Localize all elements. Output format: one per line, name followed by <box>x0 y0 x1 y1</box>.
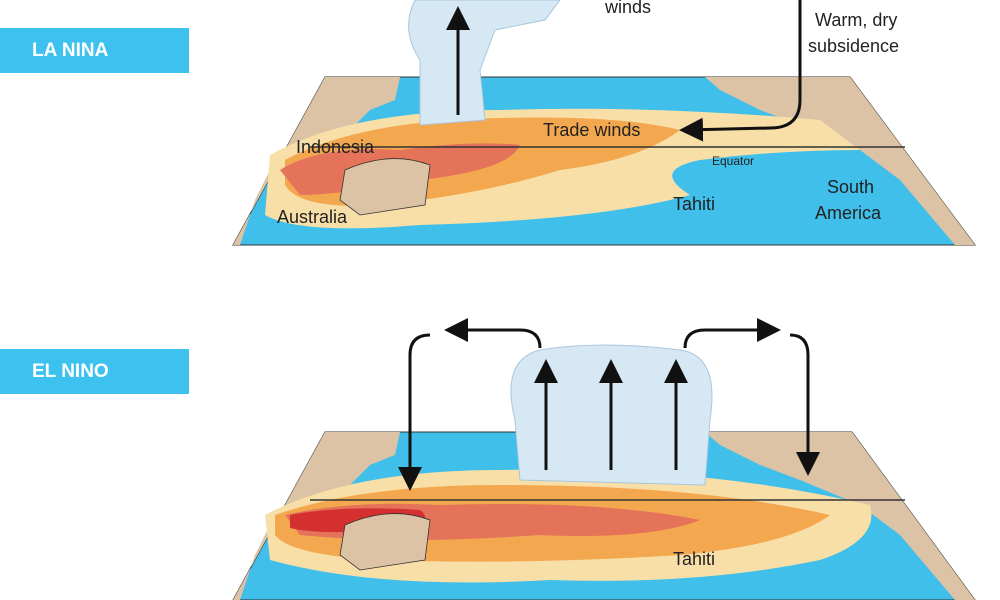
subsidence-label-2: subsidence <box>808 36 899 56</box>
la-nina-map: winds Warm, dry subsidence Trade winds I… <box>232 0 976 246</box>
el-nino-map: Tahiti <box>232 318 976 600</box>
asia-landmass <box>233 77 400 245</box>
tahiti-label: Tahiti <box>673 194 715 214</box>
trade-winds-arrow <box>679 0 802 142</box>
americas-landmass <box>705 77 975 245</box>
australia-landmass <box>339 158 431 216</box>
trade-winds-label: Trade winds <box>543 120 640 140</box>
la-nina-label: LA NINA <box>0 28 189 73</box>
south-america-label-2: America <box>815 203 882 223</box>
tahiti-label: Tahiti <box>673 549 715 569</box>
indonesia-label: Indonesia <box>296 137 375 157</box>
south-america-label-1: South <box>827 177 874 197</box>
el-nino-label: EL NINO <box>0 349 189 394</box>
subsidence-label-1: Warm, dry <box>815 10 897 30</box>
australia-label: Australia <box>277 207 348 227</box>
storm-cloud <box>408 0 561 126</box>
equator-label: Equator <box>712 154 754 168</box>
winds-label: winds <box>604 0 651 17</box>
